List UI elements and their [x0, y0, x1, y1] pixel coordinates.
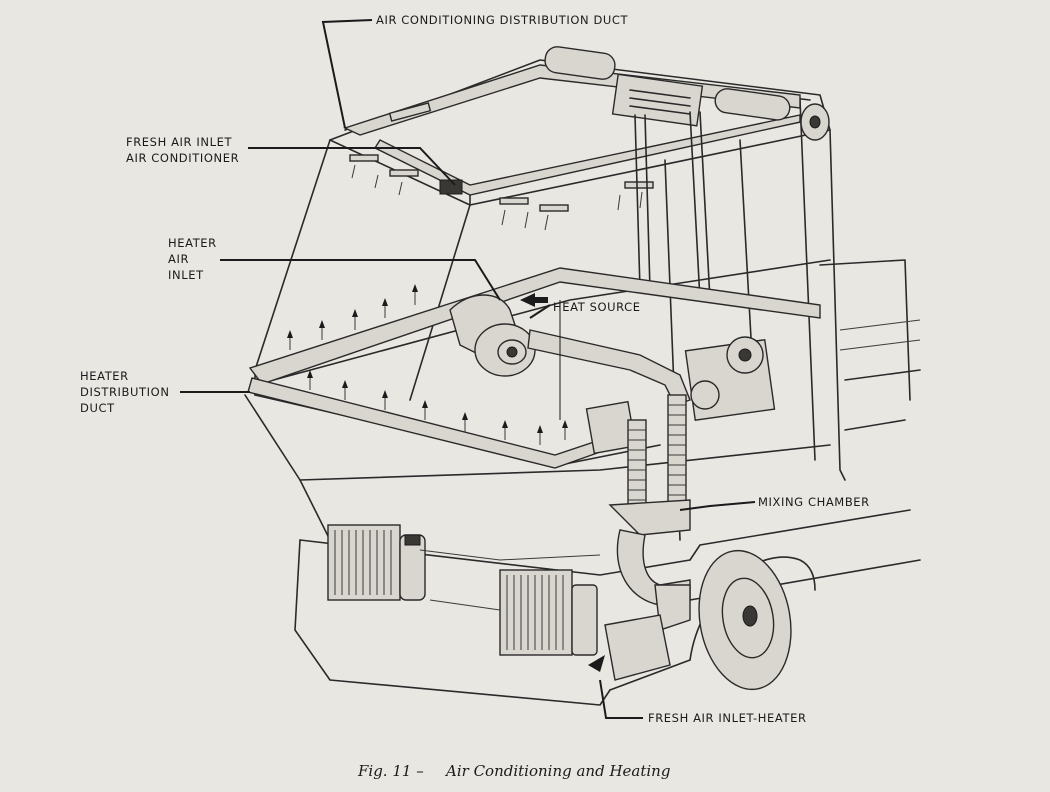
cab-body	[244, 59, 921, 706]
label-mixing-chamber: MIXING CHAMBER	[758, 495, 870, 509]
label-heater-distribution-duct-1: HEATER	[80, 369, 129, 383]
label-ac-distribution-duct: AIR CONDITIONING DISTRIBUTION DUCT	[376, 13, 629, 27]
heat-source-blower	[449, 294, 776, 511]
label-heat-source: HEAT SOURCE	[553, 300, 641, 314]
heater-distribution-duct	[247, 267, 821, 469]
label-fresh-air-inlet-ac-2: AIR CONDITIONER	[126, 151, 239, 165]
label-heater-distribution-duct-3: DUCT	[80, 401, 115, 415]
label-heater-air-inlet-2: AIR	[168, 252, 189, 266]
front-condenser-right	[499, 569, 598, 656]
figure-number: Fig. 11 –	[357, 762, 424, 780]
airflow-arrows	[287, 164, 643, 672]
label-heater-air-inlet-3: INLET	[168, 268, 204, 282]
mixing-chamber	[604, 499, 691, 681]
label-fresh-air-inlet-ac-1: FRESH AIR INLET	[126, 135, 232, 149]
label-heater-distribution-duct-2: DISTRIBUTION	[80, 385, 170, 399]
label-heater-air-inlet-1: HEATER	[168, 236, 217, 250]
leader-lines	[180, 19, 756, 719]
ac-distribution-duct	[343, 46, 830, 301]
coolant-pipes	[419, 549, 601, 611]
label-fresh-air-inlet-heater: FRESH AIR INLET-HEATER	[648, 711, 807, 725]
figure-caption: Air Conditioning and Heating	[444, 762, 670, 780]
front-condenser-left	[327, 524, 426, 601]
front-wheel	[689, 549, 816, 691]
